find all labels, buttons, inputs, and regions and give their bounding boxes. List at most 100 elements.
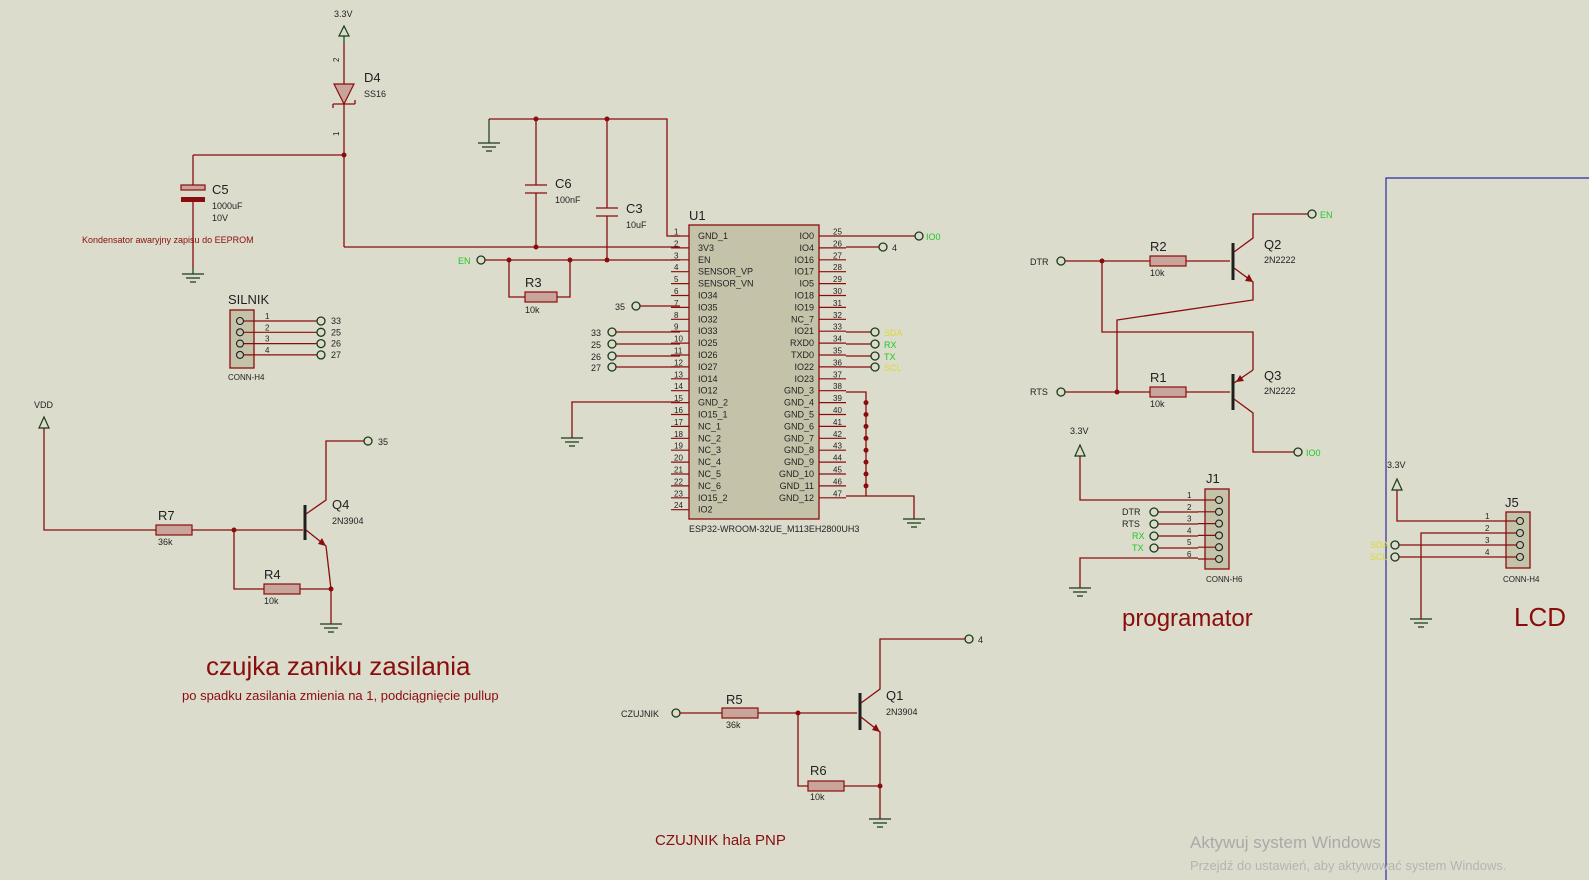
windows-watermark-line1: Aktywuj system Windows (1190, 833, 1381, 852)
u1-pin-num-left: 23 (674, 489, 683, 498)
u1-pin-num-right: 32 (833, 311, 842, 320)
net-label-q2-en: EN (1320, 210, 1333, 220)
terminal-silnik-pin[interactable] (316, 350, 326, 360)
ground-decoupling (478, 119, 500, 152)
terminal-j5-scl[interactable] (1390, 552, 1400, 562)
terminal-scl[interactable] (870, 362, 880, 372)
c5-ref: C5 (212, 182, 229, 197)
u1-pin-num-left: 10 (674, 335, 683, 344)
terminal-io27[interactable] (607, 362, 617, 372)
czujka-section: VDD R7 36k R4 10k 35 Q4 2N3904 czujka za… (34, 400, 499, 703)
c3-value: 10uF (626, 220, 647, 230)
net-label-io26: 26 (591, 352, 601, 362)
silnik-ref: SILNIK (228, 292, 270, 307)
terminal-q3-io0[interactable] (1293, 447, 1303, 457)
u1-pin-num-left: 22 (674, 477, 683, 486)
u1-pin-name-left: GND_2 (698, 398, 728, 408)
d4-diode-body (333, 83, 355, 106)
net-label-sda: SDA (884, 328, 903, 338)
j5-pin-hole (1515, 540, 1525, 550)
j1-net-rts: RTS (1122, 519, 1140, 529)
r7-value: 36k (158, 537, 173, 547)
u1-right-pins: 25IO026IO427IO1628IO1729IO530IO1831IO193… (779, 228, 869, 503)
r6-value: 10k (810, 792, 825, 802)
r6-resistor (807, 780, 845, 792)
terminal-j5-sda[interactable] (1390, 540, 1400, 550)
j1-net-tx: TX (1132, 543, 1144, 553)
u1-pin-num-left: 15 (674, 394, 683, 403)
net-label-io27: 27 (591, 363, 601, 373)
ground-q1 (869, 818, 891, 828)
c5-capacitor-plate-bottom (181, 197, 205, 202)
u1-pin-name-left: SENSOR_VP (698, 267, 753, 277)
ground-u1-right (903, 518, 925, 528)
j1-pin-num: 4 (1187, 526, 1192, 535)
q4-value: 2N3904 (332, 516, 364, 526)
silnik-part: CONN-H4 (228, 373, 265, 382)
u1-pin-num-right: 33 (833, 323, 842, 332)
terminal-j1-tx[interactable] (1149, 543, 1159, 553)
terminal-j1-dtr[interactable] (1149, 507, 1159, 517)
d4-ref: D4 (364, 70, 381, 85)
u1-pin-num-right: 47 (833, 489, 842, 498)
j5-pin-hole (1515, 516, 1525, 526)
r3-value: 10k (525, 305, 540, 315)
u1-pin-num-right: 41 (833, 418, 842, 427)
silnik-pin-net: 26 (331, 339, 341, 349)
ground-u1-left (561, 437, 583, 447)
terminal-rts[interactable] (1056, 387, 1066, 397)
silnik-pin-net: 33 (331, 316, 341, 326)
ground-j5 (1410, 618, 1432, 628)
j5-ref: J5 (1505, 495, 1519, 510)
u1-pin-name-right: GND_9 (784, 457, 814, 467)
terminal-silnik-pin[interactable] (316, 338, 326, 349)
u1-pin-num-right: 46 (833, 477, 842, 486)
terminal-silnik-pin[interactable] (316, 327, 326, 337)
q1-value: 2N3904 (886, 707, 918, 717)
net-label-io4: 4 (892, 243, 897, 253)
u1-pin-name-left: NC_3 (698, 445, 721, 455)
j1-part: CONN-H6 (1206, 575, 1243, 584)
j1-pin-hole (1214, 507, 1224, 516)
u1-pin-num-left: 1 (674, 228, 679, 237)
u1-pin-num-right: 29 (833, 275, 842, 284)
u1-pin-num-left: 19 (674, 442, 683, 451)
u1-pin-name-left: IO25 (698, 338, 718, 348)
terminal-j1-rts[interactable] (1149, 519, 1159, 529)
u1-pin-name-right: GND_7 (784, 433, 814, 443)
u1-pin-num-right: 45 (833, 466, 842, 475)
terminal-rx[interactable] (870, 339, 880, 349)
terminal-czujnik[interactable] (671, 708, 681, 718)
r4-resistor (263, 583, 301, 595)
u1-pin-num-left: 24 (674, 501, 683, 510)
net-label-rts: RTS (1030, 387, 1048, 397)
net-label-tx: TX (884, 352, 896, 362)
power-3v3-label-j1: 3.3V (1070, 426, 1089, 436)
terminal-tx[interactable] (870, 351, 880, 361)
terminal-q4-35[interactable] (363, 436, 373, 446)
r1-resistor (1149, 386, 1187, 398)
u1-pin-name-left: NC_2 (698, 433, 721, 443)
net-label-q3-io0: IO0 (1306, 448, 1321, 458)
terminal-silnik-pin[interactable] (316, 316, 326, 326)
terminal-io25[interactable] (607, 339, 617, 349)
terminal-io33[interactable] (607, 327, 617, 337)
terminal-sda[interactable] (870, 327, 880, 337)
u1-part: ESP32-WROOM-32UE_M113EH2800UH3 (689, 524, 859, 534)
terminal-q1-4[interactable] (964, 634, 974, 644)
terminal-q2-en[interactable] (1307, 209, 1317, 219)
u1-pin-num-right: 44 (833, 454, 842, 463)
terminal-io26[interactable] (607, 351, 617, 361)
j5-pin-num: 3 (1485, 536, 1490, 545)
terminal-en-left[interactable] (476, 255, 486, 265)
terminal-dtr[interactable] (1056, 256, 1066, 266)
terminal-j1-rx[interactable] (1149, 531, 1159, 541)
terminal-io4[interactable] (878, 242, 888, 252)
j5-part: CONN-H4 (1503, 575, 1540, 584)
u1-pin-name-right: IO22 (794, 362, 814, 372)
terminal-io35[interactable] (631, 301, 641, 311)
terminal-io0[interactable] (914, 231, 924, 241)
